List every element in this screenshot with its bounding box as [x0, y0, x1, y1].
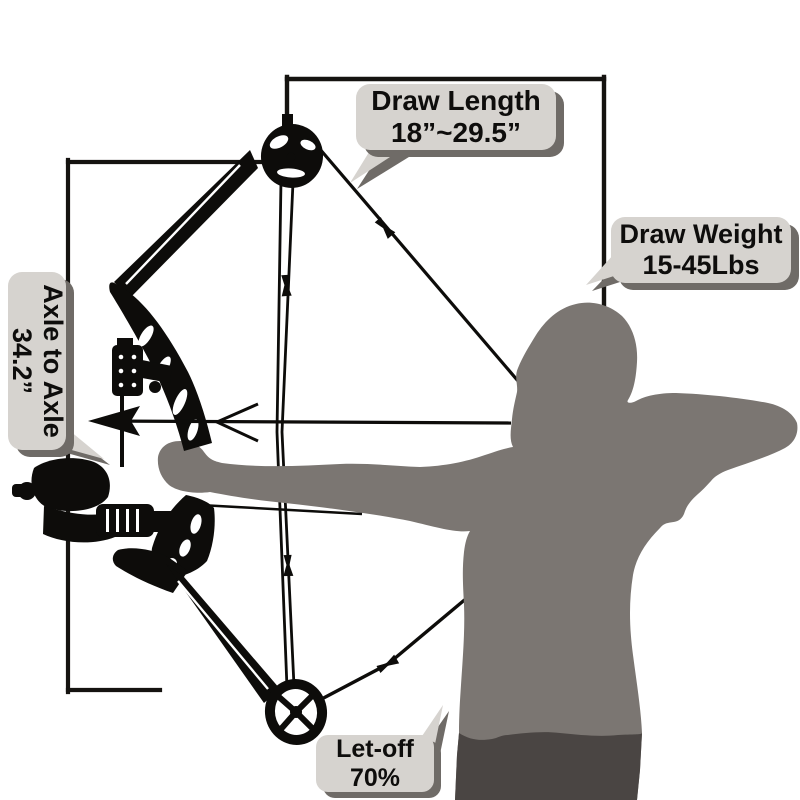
stabilizer-quiver [12, 458, 363, 543]
callout-let-off: Let-off 70% [316, 735, 434, 792]
callout-draw-weight: Draw Weight 15-45Lbs [611, 217, 791, 283]
axle-to-axle-value: 34.2” [7, 327, 37, 395]
axle-to-axle-label: Axle to Axle [38, 284, 69, 438]
draw-length-tail [350, 144, 417, 189]
let-off-value: 70% [349, 763, 401, 792]
string-servings [281, 217, 400, 673]
string-serving-lower [376, 654, 400, 673]
top-cam [260, 114, 324, 188]
arrow-rest-chevron [213, 402, 259, 443]
upper-limb [114, 150, 258, 298]
draw-weight-label: Draw Weight [619, 218, 783, 249]
cable-serving-lower [283, 554, 294, 577]
arrow-shaft [95, 419, 512, 425]
stabilizer-rod [199, 503, 363, 516]
cable-right [280, 181, 296, 687]
archer-silhouette [157, 302, 798, 800]
cable-left [275, 179, 289, 689]
peep-sight [374, 217, 396, 239]
bow-sight [112, 338, 172, 467]
archer-pants [455, 732, 642, 800]
axle-to-axle-bracket [65, 157, 265, 695]
draw-length-value: 18”~29.5” [391, 117, 521, 148]
draw-length-label: Draw Length [371, 84, 541, 116]
bowstring-and-cables [275, 139, 526, 704]
bowstring-upper [311, 139, 526, 390]
compound-bow-illustration [12, 114, 512, 745]
draw-weight-value: 15-45Lbs [642, 250, 760, 280]
callout-axle-to-axle: Axle to Axle 34.2” [7, 272, 69, 450]
arrow [88, 402, 512, 443]
cable-serving-upper [281, 274, 292, 297]
arrow-broadhead [88, 406, 140, 436]
bottom-cam [264, 679, 328, 745]
callout-draw-length: Draw Length 18”~29.5” [356, 84, 556, 150]
archer-body [157, 302, 798, 800]
let-off-label: Let-off [336, 734, 414, 763]
lower-limb [112, 548, 280, 703]
